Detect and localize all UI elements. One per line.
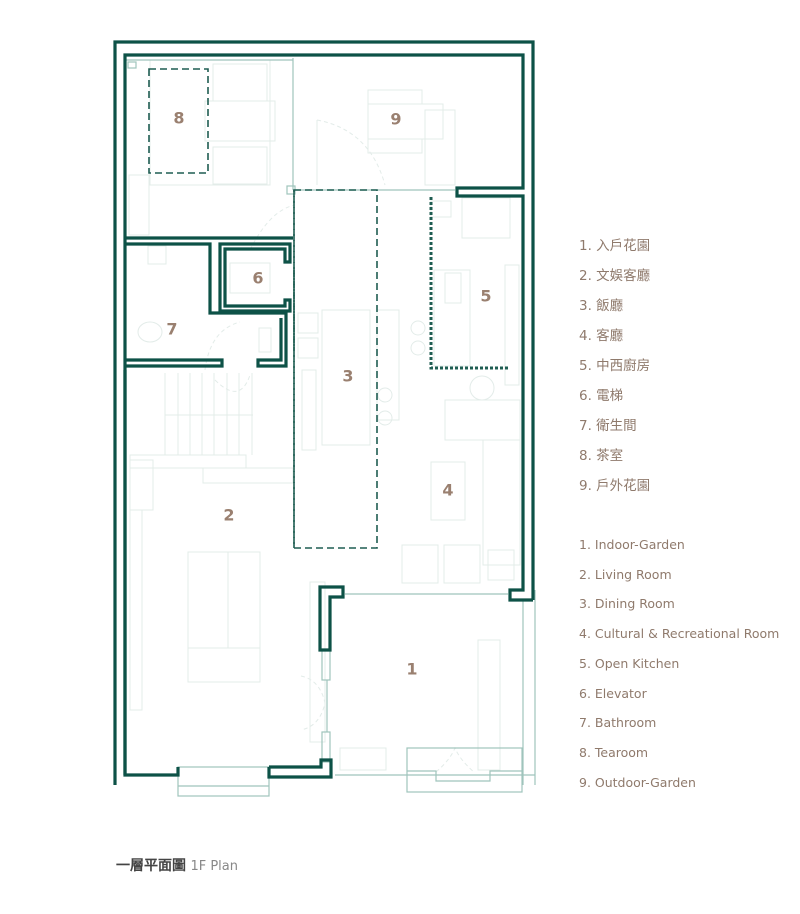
room-label-4: 4 [442,481,453,500]
room-label-7: 7 [166,320,177,339]
legend-chinese: 1. 入戶花園 2. 文娛客廳 3. 飯廳 4. 客廳 5. 中西廚房 6. 電… [579,231,650,501]
legend-en-item: 1. Indoor-Garden [579,537,685,552]
legend-en-item: 9. Outdoor-Garden [579,774,696,790]
legend-en-item: 7. Bathroom [579,715,657,731]
legend-en-item: 5. Open Kitchen [579,655,680,671]
legend-zh-item: 3. 飯廳 [579,298,624,314]
staircase [129,373,294,511]
legend-zh-item: 4. 客廳 [579,328,624,344]
walls [113,40,535,785]
room-label-5: 5 [480,287,491,306]
room-label-9: 9 [390,110,401,129]
legend-en-item: 4. Cultural & Recreational Room [579,626,780,642]
room-labels: 1 2 3 4 5 6 7 8 9 [166,109,491,679]
caption-zh: 一層平面圖 [116,858,186,874]
legend-en-item: 8. Tearoom [579,744,649,760]
legend-zh-item: 5. 中西廚房 [579,358,651,374]
thin-lines [125,58,536,797]
room-label-1: 1 [406,660,417,679]
caption-en: 1F Plan [190,859,238,874]
zone-outlines [148,68,508,549]
legend-zh-item: 9. 戶外花園 [579,478,651,494]
room-label-3: 3 [342,367,353,386]
room-label-6: 6 [252,269,263,288]
room-label-2: 2 [223,506,234,525]
legend-en-item: 2. Living Room [579,566,672,582]
legend-zh-item: 1. 入戶花園 [579,238,651,254]
plan-caption: 一層平面圖 1F Plan [116,855,238,875]
furniture-layer [128,59,521,773]
legend-english: 1. Indoor-Garden 2. Living Room 3. Dinin… [579,530,779,797]
legend-zh-item: 7. 衛生間 [579,418,637,434]
legend-zh-item: 2. 文娛客廳 [579,268,651,284]
legend-zh-item: 6. 電梯 [579,388,624,404]
legend-en-item: 3. Dining Room [579,596,675,612]
legend-zh-item: 8. 茶室 [579,448,624,464]
legend-en-item: 6. Elevator [579,685,647,701]
room-label-8: 8 [173,109,184,128]
